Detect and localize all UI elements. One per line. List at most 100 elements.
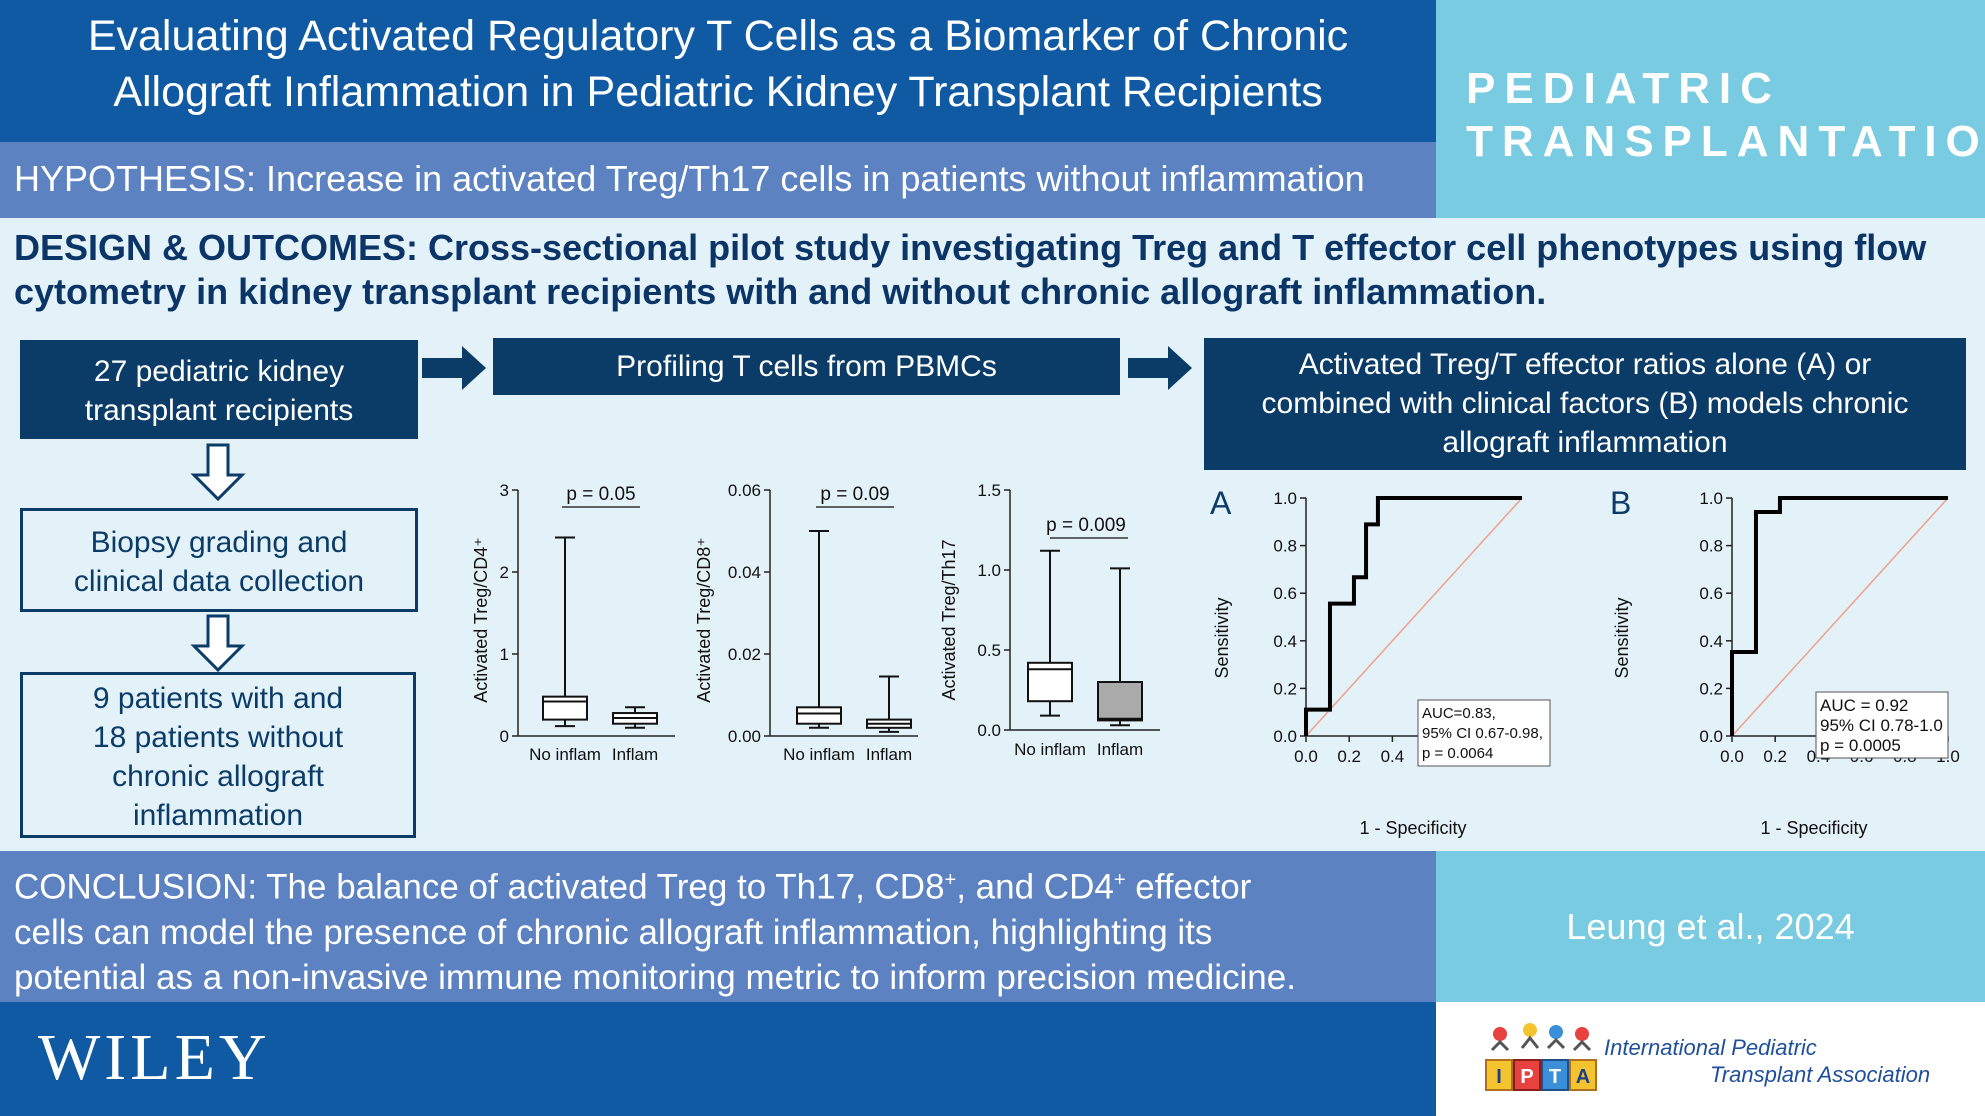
y-tick-label: 0.0 xyxy=(1699,727,1723,746)
ratios-box: Activated Treg/T effector ratios alone (… xyxy=(1204,338,1966,470)
ipta-line-2: Transplant Association xyxy=(1710,1062,1931,1087)
reference-line xyxy=(1731,497,1949,737)
pvalue-label: p = 0.09 xyxy=(820,484,889,505)
conclusion-line-1: CONCLUSION: The balance of activated Tre… xyxy=(14,858,1424,910)
y-tick-label: 0 xyxy=(500,727,509,746)
y-tick-label: 0.06 xyxy=(728,481,761,500)
boxplot-treg-th17: Activated Treg/Th17 0.00.51.01.5 p = 0.0… xyxy=(939,481,1160,759)
ylabel: Sensitivity xyxy=(1612,597,1632,678)
conclusion-line-2: cells can model the presence of chronic … xyxy=(14,912,1213,952)
category-label: No inflam xyxy=(529,745,601,764)
ipta-logo-icon: I P T A xyxy=(1485,1023,1597,1091)
auc-annotation: 95% CI 0.78-1.0 xyxy=(1820,716,1943,735)
ipta-line-1: International Pediatric xyxy=(1604,1035,1817,1060)
y-tick-label: 0.8 xyxy=(1699,537,1723,556)
ratios-line-2: combined with clinical factors (B) model… xyxy=(1261,387,1909,420)
x-tick-label: 0.0 xyxy=(1720,747,1744,766)
y-tick-label: 0.02 xyxy=(728,645,761,664)
ipta-letter: I xyxy=(1496,1066,1502,1088)
roc-curve-a: A Sensitivity 1 - Specificity 0.00.20.40… xyxy=(1210,485,1551,838)
ipta-name: International Pediatric Transplant Assoc… xyxy=(1604,1034,1930,1088)
boxplot-treg-cd8: Activated Treg/CD8⁺ 0.000.020.040.06 p =… xyxy=(694,481,918,764)
x-tick-label: 0.2 xyxy=(1337,747,1361,766)
y-tick-label: 0.2 xyxy=(1273,679,1297,698)
category-label: Inflam xyxy=(612,745,658,764)
citation: Leung et al., 2024 xyxy=(1566,906,1855,947)
pvalue-label: p = 0.009 xyxy=(1046,515,1126,536)
ipta-letter: P xyxy=(1520,1066,1533,1088)
auc-annotation-box xyxy=(1815,691,1949,759)
hypothesis-banner xyxy=(0,142,1436,218)
journal-title-line-1: PEDIATRIC xyxy=(1466,64,1781,113)
title-line-2: Allograft Inflammation in Pediatric Kidn… xyxy=(113,68,1323,116)
title-banner xyxy=(0,0,1436,142)
patients-line-2: 18 patients without xyxy=(92,721,344,754)
y-tick-label: 1.0 xyxy=(977,561,1001,580)
ylabel: Activated Treg/Th17 xyxy=(939,539,959,700)
pvalue-label: p = 0.05 xyxy=(566,484,635,505)
patients-box: 9 patients with and 18 patients without … xyxy=(20,672,416,838)
down-arrow-icon xyxy=(190,614,246,673)
title-line-1: Evaluating Activated Regulatory T Cells … xyxy=(87,12,1349,60)
y-tick-label: 0.4 xyxy=(1273,632,1297,651)
panel-label: B xyxy=(1610,485,1631,521)
hypothesis-text: HYPOTHESIS: Increase in activated Treg/T… xyxy=(14,158,1365,199)
ipta-letter: T xyxy=(1549,1066,1561,1088)
box xyxy=(796,706,842,725)
ylabel: Activated Treg/CD8⁺ xyxy=(694,537,714,703)
auc-annotation-box xyxy=(1417,699,1551,767)
conclusion-line-3: potential as a non-invasive immune monit… xyxy=(14,957,1296,997)
y-tick-label: 1 xyxy=(500,645,509,664)
y-tick-label: 0.6 xyxy=(1273,584,1297,603)
ratios-line-3: allograft inflammation xyxy=(1442,426,1728,459)
category-label: No inflam xyxy=(783,745,855,764)
ipta-letter: A xyxy=(1576,1066,1590,1088)
recipients-line-1: 27 pediatric kidney xyxy=(93,355,345,388)
x-tick-label: 0.4 xyxy=(1381,747,1405,766)
y-tick-label: 1.0 xyxy=(1699,489,1723,508)
x-tick-label: 0.0 xyxy=(1294,747,1318,766)
superscript: + xyxy=(1113,869,1126,891)
y-tick-label: 0.04 xyxy=(728,563,761,582)
xlabel: 1 - Specificity xyxy=(1760,818,1867,838)
y-tick-label: 0.0 xyxy=(1273,727,1297,746)
reference-line xyxy=(1305,497,1523,737)
biopsy-line-2: clinical data collection xyxy=(73,565,365,598)
profiling-box: Profiling T cells from PBMCs xyxy=(493,338,1120,395)
roc-curve-b: B Sensitivity 1 - Specificity 0.00.20.40… xyxy=(1610,485,1960,838)
y-tick-label: 3 xyxy=(500,481,509,500)
auc-annotation: 95% CI 0.67-0.98, xyxy=(1422,725,1543,742)
conclusion-banner xyxy=(0,851,1436,1002)
patients-line-1: 9 patients with and xyxy=(92,682,344,715)
design-outcomes-text: DESIGN & OUTCOMES: Cross-sectional pilot… xyxy=(14,227,1927,312)
publisher-logo: WILEY xyxy=(38,1021,271,1094)
box xyxy=(542,695,588,721)
right-arrow-icon xyxy=(1128,346,1192,390)
biopsy-box: Biopsy grading and clinical data collect… xyxy=(20,508,418,612)
journal-title-line-2: TRANSPLANTATION xyxy=(1466,117,1985,166)
auc-annotation: AUC=0.83, xyxy=(1422,705,1496,722)
roc-line xyxy=(1730,496,1948,736)
conclusion-part: effector xyxy=(1125,867,1252,907)
ratios-line-1: Activated Treg/T effector ratios alone (… xyxy=(1298,348,1872,381)
auc-annotation: AUC = 0.92 xyxy=(1820,696,1908,715)
y-tick-label: 0.5 xyxy=(977,641,1001,660)
panel-label: A xyxy=(1210,485,1232,521)
recipients-box: 27 pediatric kidney transplant recipient… xyxy=(20,340,418,439)
y-tick-label: 2 xyxy=(500,563,509,582)
auc-annotation: p = 0.0064 xyxy=(1422,745,1493,762)
auc-annotation: p = 0.0005 xyxy=(1820,736,1901,755)
roc-line xyxy=(1304,496,1522,736)
citation-banner xyxy=(1436,851,1985,1002)
journal-banner xyxy=(1436,0,1985,218)
category-label: Inflam xyxy=(866,745,912,764)
y-tick-label: 1.5 xyxy=(977,481,1001,500)
x-tick-label: 0.2 xyxy=(1763,747,1787,766)
conclusion-part: CONCLUSION: The balance of activated Tre… xyxy=(14,867,945,907)
xlabel: 1 - Specificity xyxy=(1359,818,1466,838)
box xyxy=(1097,681,1143,722)
conclusion-text: CONCLUSION: The balance of activated Tre… xyxy=(14,858,1424,1000)
right-arrow-icon xyxy=(422,346,486,390)
publisher-banner xyxy=(0,1002,1436,1116)
